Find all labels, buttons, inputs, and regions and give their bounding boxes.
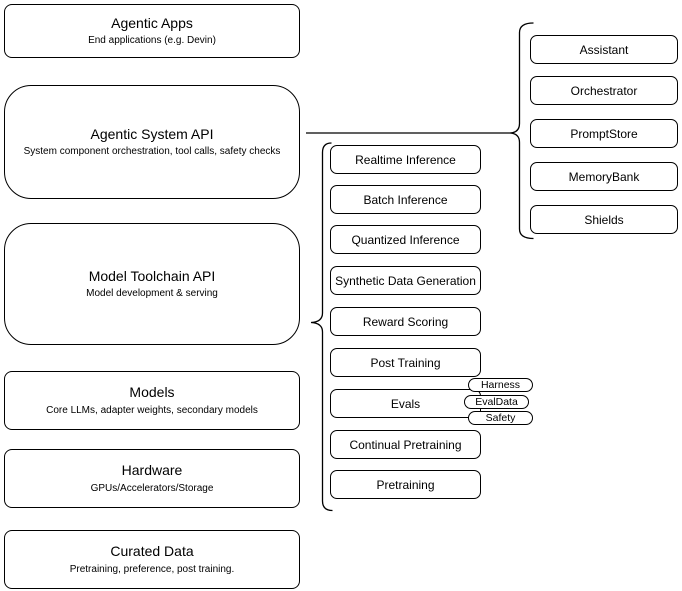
eval-tag-safety: Safety: [468, 411, 533, 425]
component-evals: Evals: [330, 389, 481, 418]
agentic-apps-box: Agentic Apps End applications (e.g. Devi…: [4, 4, 300, 58]
system-component-label: Assistant: [579, 42, 629, 57]
component-label: Continual Pretraining: [349, 437, 462, 452]
component-batch-inference: Batch Inference: [330, 185, 481, 214]
agentic-system-api-box: Agentic System API System component orch…: [4, 85, 300, 199]
component-label: Batch Inference: [363, 192, 448, 207]
component-label: Quantized Inference: [351, 232, 460, 247]
system-component-label: MemoryBank: [568, 169, 640, 184]
models-title: Models: [129, 384, 175, 401]
model-toolchain-api-subtitle: Model development & serving: [86, 288, 218, 300]
system-component-label: Shields: [584, 212, 624, 227]
component-realtime-inference: Realtime Inference: [330, 145, 481, 174]
eval-tag-label: Safety: [485, 411, 516, 424]
eval-tag-label: Harness: [480, 378, 521, 391]
system-component-assistant: Assistant: [530, 35, 678, 64]
eval-tag-evaldata: EvalData: [464, 395, 529, 409]
system-component-orchestrator: Orchestrator: [530, 76, 678, 105]
curated-data-box: Curated Data Pretraining, preference, po…: [4, 530, 300, 589]
system-component-promptstore: PromptStore: [530, 119, 678, 148]
system-component-label: Orchestrator: [570, 83, 638, 98]
agentic-system-api-subtitle: System component orchestration, tool cal…: [23, 146, 281, 158]
component-label: Post Training: [370, 355, 441, 370]
agentic-apps-title: Agentic Apps: [111, 14, 193, 31]
curated-data-title: Curated Data: [110, 543, 194, 560]
hardware-box: Hardware GPUs/Accelerators/Storage: [4, 449, 300, 508]
model-toolchain-api-box: Model Toolchain API Model development & …: [4, 223, 300, 345]
agentic-apps-subtitle: End applications (e.g. Devin): [88, 35, 216, 47]
component-label: Evals: [390, 396, 421, 411]
component-label: Synthetic Data Generation: [335, 273, 476, 288]
component-reward-scoring: Reward Scoring: [330, 307, 481, 336]
hardware-subtitle: GPUs/Accelerators/Storage: [90, 482, 214, 494]
models-box: Models Core LLMs, adapter weights, secon…: [4, 371, 300, 430]
component-synthetic-data-generation: Synthetic Data Generation: [330, 266, 481, 295]
system-component-label: PromptStore: [570, 126, 638, 141]
models-subtitle: Core LLMs, adapter weights, secondary mo…: [46, 404, 258, 416]
hardware-title: Hardware: [121, 462, 183, 479]
component-continual-pretraining: Continual Pretraining: [330, 430, 481, 459]
eval-tag-harness: Harness: [468, 378, 533, 392]
component-label: Pretraining: [376, 477, 435, 492]
component-pretraining: Pretraining: [330, 470, 481, 499]
system-component-shields: Shields: [530, 205, 678, 234]
system-component-memorybank: MemoryBank: [530, 162, 678, 191]
model-toolchain-api-title: Model Toolchain API: [88, 267, 216, 284]
agentic-system-api-title: Agentic System API: [90, 125, 214, 142]
component-label: Realtime Inference: [355, 152, 456, 167]
component-post-training: Post Training: [330, 348, 481, 377]
curated-data-subtitle: Pretraining, preference, post training.: [69, 563, 235, 575]
eval-tag-label: EvalData: [475, 395, 518, 408]
component-quantized-inference: Quantized Inference: [330, 225, 481, 254]
component-label: Reward Scoring: [362, 314, 449, 329]
